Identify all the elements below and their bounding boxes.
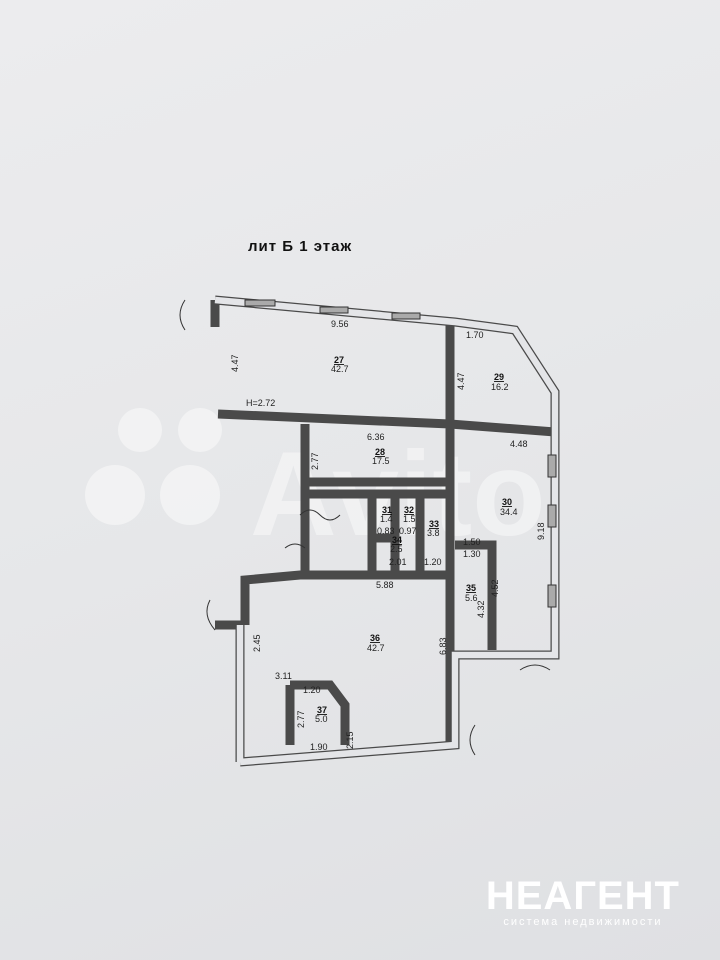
svg-text:1.70: 1.70 bbox=[466, 330, 484, 340]
svg-text:0.83: 0.83 bbox=[377, 526, 395, 536]
svg-text:28: 28 bbox=[375, 447, 385, 457]
svg-text:1.5: 1.5 bbox=[403, 514, 416, 524]
svg-text:4.47: 4.47 bbox=[230, 354, 240, 372]
break-lines bbox=[179, 299, 551, 756]
svg-text:2.01: 2.01 bbox=[389, 557, 407, 567]
svg-text:1.50: 1.50 bbox=[463, 537, 481, 547]
svg-text:29: 29 bbox=[494, 372, 504, 382]
svg-text:36: 36 bbox=[370, 633, 380, 643]
svg-text:3.11: 3.11 bbox=[275, 671, 292, 681]
svg-text:2.15: 2.15 bbox=[345, 731, 355, 749]
svg-text:2.5: 2.5 bbox=[390, 544, 403, 554]
windows bbox=[244, 299, 557, 608]
brand-subtitle: система недвижимости bbox=[503, 916, 663, 928]
svg-text:5.6: 5.6 bbox=[465, 593, 478, 603]
svg-text:33: 33 bbox=[429, 519, 439, 529]
brand-name: НЕАГЕНТ bbox=[485, 874, 680, 918]
svg-text:42.7: 42.7 bbox=[331, 364, 349, 374]
svg-text:9.18: 9.18 bbox=[536, 522, 546, 540]
svg-text:1.4: 1.4 bbox=[380, 514, 393, 524]
svg-text:9.56: 9.56 bbox=[331, 319, 349, 329]
svg-text:5.88: 5.88 bbox=[376, 580, 394, 590]
svg-text:4.47: 4.47 bbox=[456, 372, 466, 390]
svg-text:42.7: 42.7 bbox=[367, 643, 385, 653]
svg-text:4.52: 4.52 bbox=[490, 579, 500, 597]
svg-text:35: 35 bbox=[466, 583, 476, 593]
plan-title: лит Б 1 этаж bbox=[248, 238, 352, 255]
svg-text:1.20: 1.20 bbox=[424, 557, 442, 567]
svg-text:31: 31 bbox=[382, 505, 392, 515]
svg-text:17.5: 17.5 bbox=[372, 456, 390, 466]
svg-text:34: 34 bbox=[392, 535, 402, 545]
ceiling-height: Н=2.72 bbox=[246, 398, 275, 408]
svg-text:37: 37 bbox=[317, 705, 327, 715]
svg-text:2.77: 2.77 bbox=[296, 710, 306, 728]
svg-text:1.90: 1.90 bbox=[310, 742, 328, 752]
svg-text:2.45: 2.45 bbox=[252, 634, 262, 652]
svg-text:34.4: 34.4 bbox=[500, 507, 518, 517]
dimension-labels: 9.56 4.47 1.70 4.47 6.36 2.77 4.48 9.18 … bbox=[230, 319, 546, 752]
svg-text:5.0: 5.0 bbox=[315, 714, 328, 724]
svg-text:4.48: 4.48 bbox=[510, 439, 528, 449]
svg-text:6.83: 6.83 bbox=[438, 637, 448, 655]
svg-text:2.77: 2.77 bbox=[310, 452, 320, 470]
svg-text:1.30: 1.30 bbox=[463, 549, 481, 559]
svg-text:32: 32 bbox=[404, 505, 414, 515]
brand-watermark: НЕАГЕНТ система недвижимости bbox=[486, 876, 680, 928]
svg-text:27: 27 bbox=[334, 355, 344, 365]
svg-text:0.97: 0.97 bbox=[399, 526, 417, 536]
svg-text:1.20: 1.20 bbox=[303, 685, 321, 695]
svg-text:30: 30 bbox=[502, 497, 512, 507]
svg-text:3.8: 3.8 bbox=[427, 528, 440, 538]
svg-text:6.36: 6.36 bbox=[367, 432, 385, 442]
svg-text:4.32: 4.32 bbox=[476, 600, 486, 618]
svg-text:16.2: 16.2 bbox=[491, 382, 509, 392]
